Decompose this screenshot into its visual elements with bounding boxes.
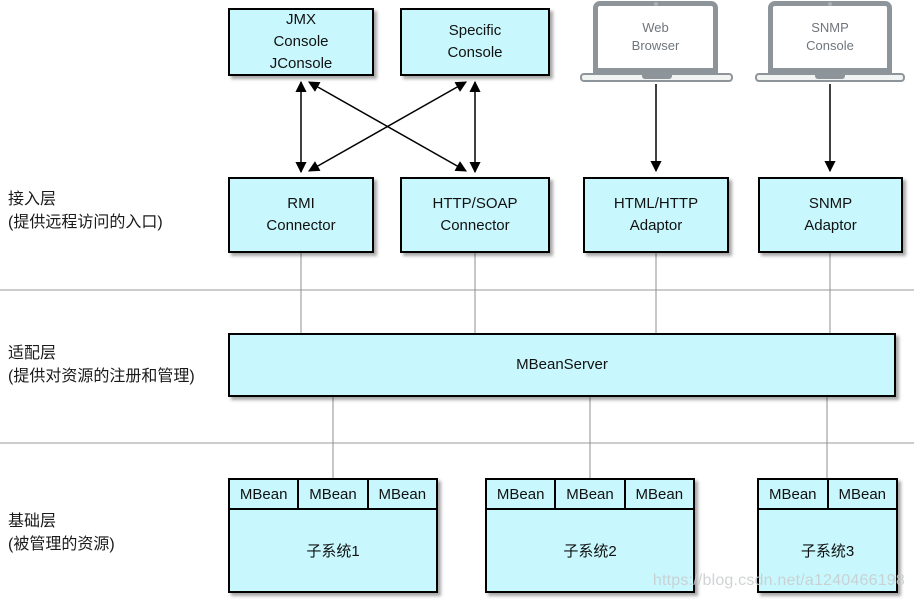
web-browser-label: Web Browser xyxy=(631,20,680,53)
laptop-icon: Web Browser xyxy=(593,1,718,73)
mbean-cell: MBean xyxy=(826,480,897,508)
laptop-notch-icon xyxy=(815,75,845,79)
subsystem-2: MBean MBean MBean 子系统2 xyxy=(485,478,695,593)
layer-label-adapter: 适配层 (提供对资源的注册和管理) xyxy=(8,345,195,385)
subsystem-label: 子系统2 xyxy=(563,543,617,560)
laptop-base-icon xyxy=(580,73,733,82)
console-connector-arrows xyxy=(295,80,836,174)
layer-label-access: 接入层 (提供远程访问的入口) xyxy=(8,191,163,231)
laptop-web-browser: Web Browser xyxy=(580,1,733,82)
subsystem-3: MBean MBean 子系统3 xyxy=(757,478,898,593)
mbean-cell: MBean xyxy=(297,480,366,508)
mbean-cell: MBean xyxy=(239,485,288,503)
node-snmp-adaptor: SNMP Adaptor xyxy=(758,177,903,253)
server-to-subsystem-lines xyxy=(332,397,828,478)
mbean-row: MBean MBean xyxy=(759,480,896,510)
node-rmi-connector: RMI Connector xyxy=(228,177,374,253)
mbean-cell: MBean xyxy=(623,480,693,508)
node-jmx-console: JMX Console JConsole xyxy=(228,8,374,76)
mbean-cell: MBean xyxy=(496,485,545,503)
mbean-cell: MBean xyxy=(768,485,817,503)
node-specific-console: Specific Console xyxy=(400,8,550,76)
layer-separator-lines xyxy=(0,289,914,444)
layer-label-foundation: 基础层 (被管理的资源) xyxy=(8,513,115,553)
laptop-notch-icon xyxy=(641,75,672,79)
camera-dot-icon xyxy=(653,2,658,6)
node-html-http-adaptor: HTML/HTTP Adaptor xyxy=(583,177,729,253)
snmp-console-label: SNMP Console xyxy=(806,20,854,53)
subsystem-label: 子系统1 xyxy=(306,543,360,560)
camera-dot-icon xyxy=(828,2,832,6)
mbean-row: MBean MBean MBean xyxy=(487,480,693,510)
mbean-cell: MBean xyxy=(366,480,436,508)
node-mbean-server: MBeanServer xyxy=(228,333,896,397)
node-http-soap-connector: HTTP/SOAP Connector xyxy=(400,177,550,253)
mbean-row: MBean MBean MBean xyxy=(230,480,436,510)
laptop-base-icon xyxy=(755,73,905,82)
laptop-snmp-console: SNMP Console xyxy=(755,1,905,82)
connector-to-server-lines xyxy=(300,253,831,333)
subsystem-label: 子系统3 xyxy=(800,543,855,560)
subsystem-1: MBean MBean MBean 子系统1 xyxy=(228,478,438,593)
mbean-cell: MBean xyxy=(554,480,623,508)
laptop-icon: SNMP Console xyxy=(768,1,892,73)
